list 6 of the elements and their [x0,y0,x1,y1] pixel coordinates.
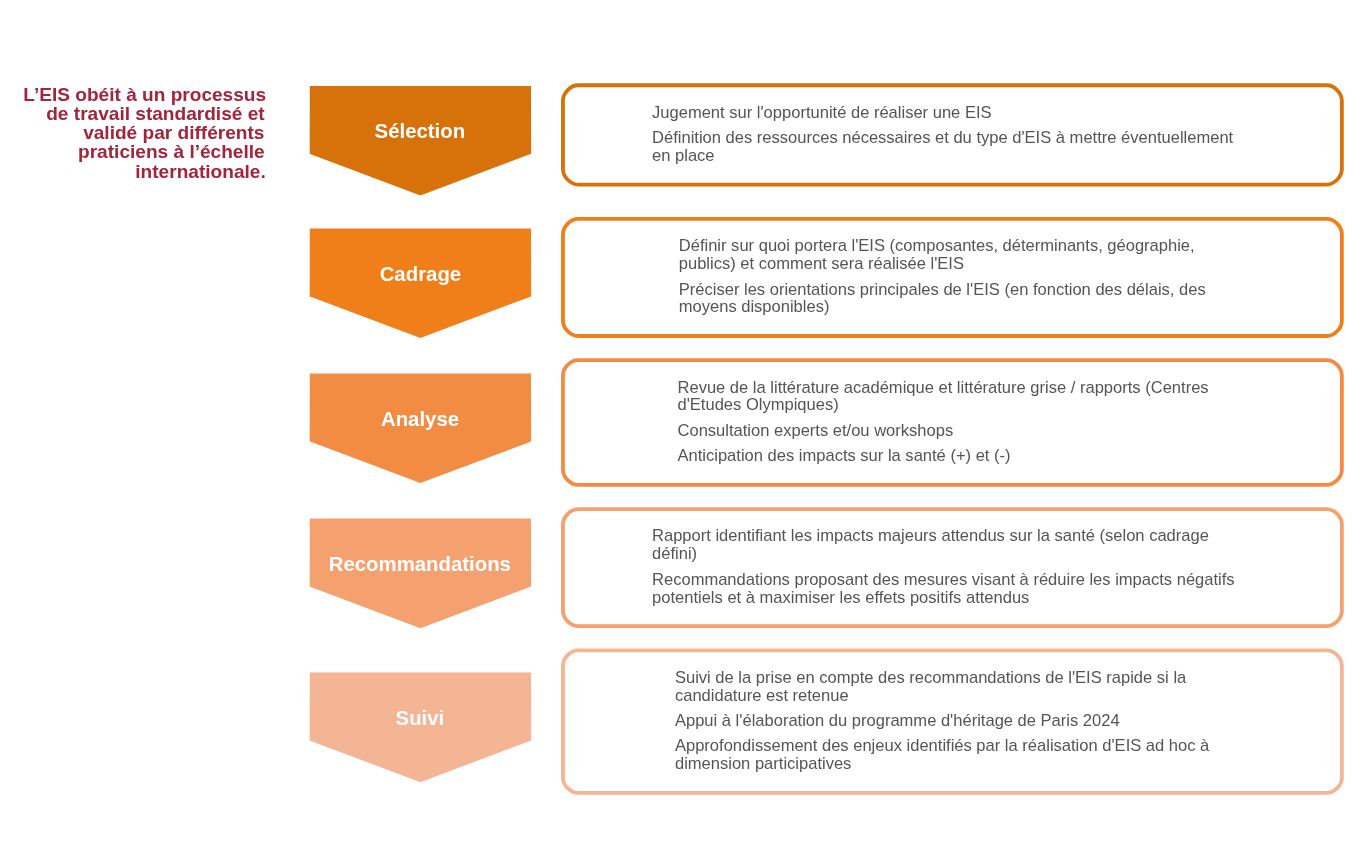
label: L’EIS obéit à un processus de travail standardisé et validé par différents praticiens à l’échelle internationale. [23,84,267,182]
node-box: Revue de la littérature académique et littérature grise / rapports (Centres d'Etudes Olympiques) Consultation experts et/ou workshops Anticipation des impacts sur la santé (+) et (-) [561,358,1344,487]
node-box: Suivi de la prise en compte des recommandations de l'EIS rapide si la candidature est retenue Appui à l'élaboration du programme d'héritage de Paris 2024 Approfondissement des enjeux identifiés par la réalisation d'EIS ad hoc à dimension participatives [561,648,1344,795]
node-box: Rapport identifiant les impacts majeurs attendus sur la santé (selon cadrage défini) Recommandations proposant des mesures visant à réduire les impacts négatifs potentiels et à maximiser les effets positifs attendus [561,507,1344,629]
node-box: Définir sur quoi portera l'EIS (composantes, déterminants, géographie, publics) et comment sera réalisée l'EIS Préciser les orientations principales de l'EIS (en fonction des délais, des moyens disponibles) [561,217,1344,338]
node-box: Jugement sur l'opportunité de réaliser une EIS Définition des ressources nécessaires et du type d'EIS à mettre éventuellement en place [561,83,1344,187]
